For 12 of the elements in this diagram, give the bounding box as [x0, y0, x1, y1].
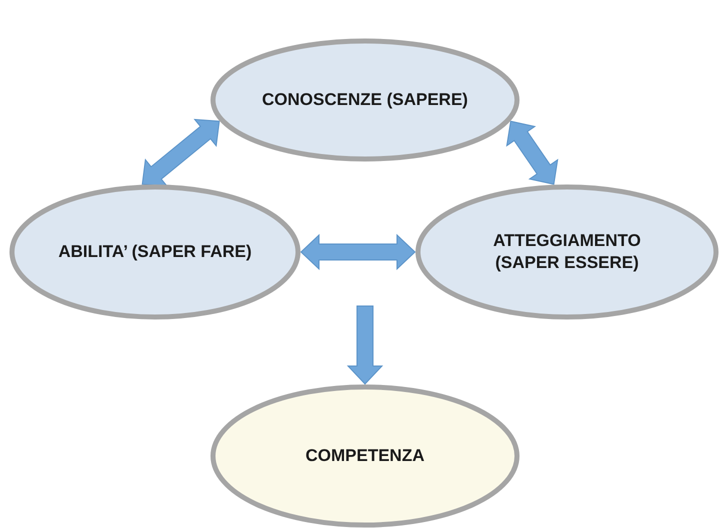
ellipse-node	[210, 384, 520, 528]
ellipse-node	[415, 184, 719, 320]
block-arrow	[346, 306, 384, 385]
block-arrow	[300, 234, 416, 270]
node-label: COMPETENZA	[304, 445, 426, 467]
node-label: ABILITA’ (SAPER FARE)	[57, 241, 253, 263]
block-arrow	[142, 118, 220, 187]
node-label: ATTEGGIAMENTO (SAPER ESSERE)	[492, 230, 642, 274]
node-label: CONOSCENZE (SAPERE)	[261, 89, 469, 111]
ellipse-node	[9, 184, 301, 320]
block-arrow	[506, 120, 558, 185]
ellipse-node	[210, 38, 520, 162]
